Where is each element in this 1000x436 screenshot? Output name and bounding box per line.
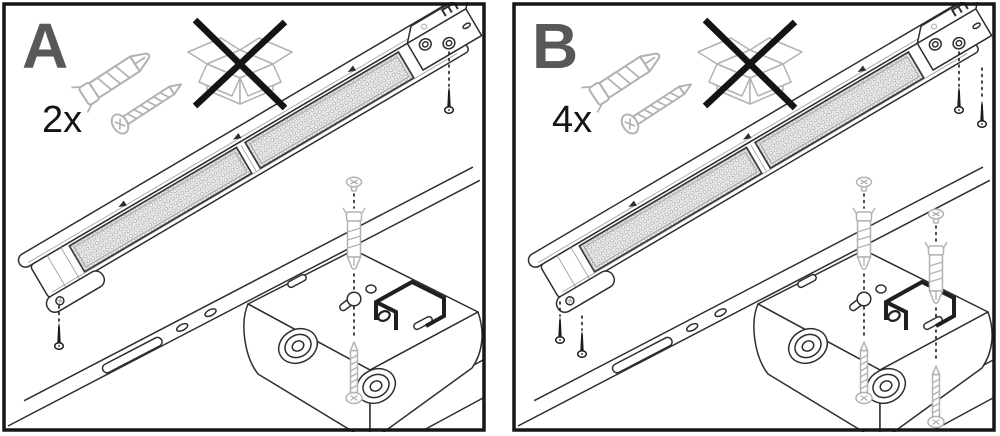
black-screw-icon xyxy=(554,315,566,345)
black-screw-icon xyxy=(576,329,588,359)
panel-label: A xyxy=(22,10,68,82)
panel-a: A 2x xyxy=(2,2,486,432)
black-screw-icon xyxy=(53,321,65,351)
screw-head-icon xyxy=(927,208,945,224)
panel-label: B xyxy=(532,10,578,82)
quantity-label: 4x xyxy=(552,99,592,141)
quantity-label: 2x xyxy=(42,99,82,141)
black-screw-icon xyxy=(976,99,988,129)
panel-border xyxy=(2,2,486,432)
black-screw-icon xyxy=(443,85,455,115)
panel-border xyxy=(512,2,996,432)
bracket-fixing-set-2 xyxy=(924,208,948,429)
black-screw-icon xyxy=(953,85,965,115)
fixture-screws xyxy=(53,51,455,351)
panel-b: B 4x xyxy=(512,2,996,432)
fixture-screws xyxy=(554,51,988,359)
